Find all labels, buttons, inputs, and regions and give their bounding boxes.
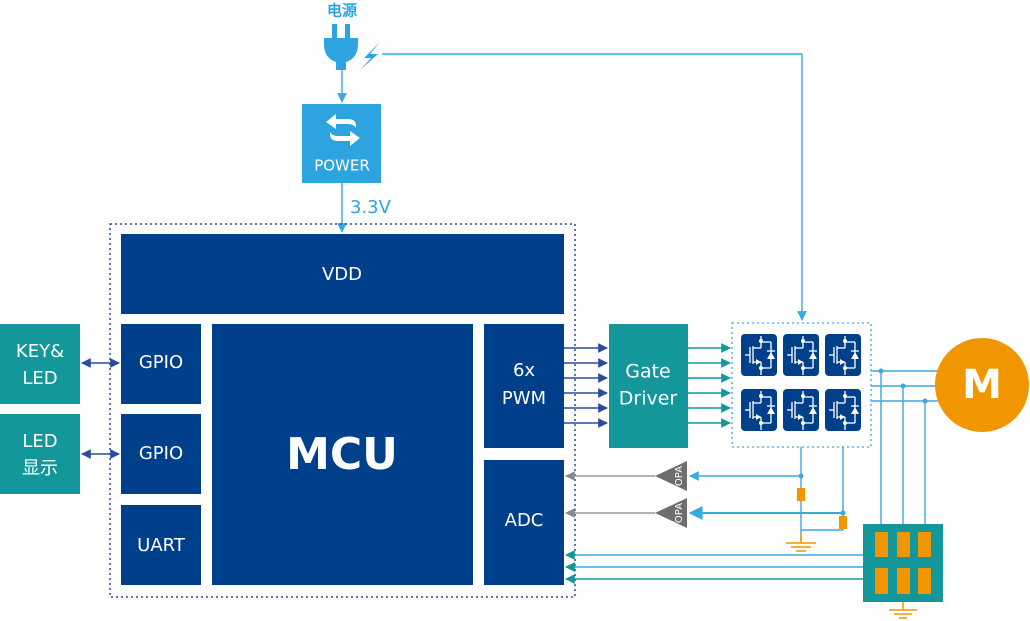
- ground-icon: [786, 534, 816, 552]
- power-block: POWER: [302, 104, 381, 183]
- pwm-block: [484, 324, 564, 448]
- ground-icon-divider: [889, 602, 917, 619]
- mcu-core-block: [212, 324, 473, 585]
- power-label: POWER: [314, 157, 370, 175]
- opamp-1-label: OPA: [674, 466, 685, 486]
- opamp-2-label: OPA: [674, 503, 685, 523]
- led-display-label-1: LED: [22, 431, 57, 452]
- gate-driver-label-2: Driver: [619, 388, 678, 410]
- gate-driver-label-1: Gate: [625, 361, 671, 383]
- mosfet-icon: [782, 333, 820, 377]
- led-display-block: [0, 414, 80, 494]
- mosfet-icon: [824, 333, 862, 377]
- plug-icon: [324, 24, 358, 70]
- pwm-label-1: 6x: [513, 360, 535, 381]
- pwm-signal-lines: [564, 343, 608, 428]
- adc-block: [484, 460, 564, 585]
- mcu-core-label: MCU: [286, 429, 398, 480]
- motor: [935, 338, 1029, 432]
- key-led-label-1: KEY&: [16, 341, 64, 362]
- voltage-label: 3.3V: [350, 197, 392, 218]
- gpio-label-2: GPIO: [139, 443, 183, 464]
- shunt-resistor-2: [839, 516, 847, 529]
- current-sense-network: [688, 447, 846, 540]
- vdd-block: [121, 234, 564, 314]
- swap-arrows-icon: [326, 114, 360, 146]
- vdd-label: VDD: [322, 264, 362, 285]
- lightning-icon: [360, 42, 380, 70]
- led-display-label-2: 显示: [22, 458, 58, 479]
- inverter-bridge-boundary: [731, 322, 872, 448]
- gpio-block-2: [121, 414, 201, 494]
- mosfet-icon: [824, 388, 862, 432]
- pwm-label-2: PWM: [502, 388, 546, 409]
- shunt-resistor-1: [797, 488, 805, 501]
- mcu-boundary: [109, 223, 576, 598]
- voltage-sense-lines: [565, 550, 863, 584]
- key-led-block: [0, 324, 80, 404]
- mosfet-icon: [740, 333, 778, 377]
- motor-phase-lines: [871, 368, 940, 527]
- adc-label: ADC: [505, 510, 544, 531]
- uart-label: UART: [137, 535, 186, 556]
- mosfet-icon: [782, 388, 820, 432]
- uart-block: [121, 505, 201, 585]
- inverter-bridge: [740, 333, 862, 432]
- divider-resistors: [875, 532, 931, 594]
- opamp-2: OPA: [655, 498, 687, 528]
- motor-label: M: [962, 362, 1002, 408]
- gate-driver-block: [609, 324, 688, 448]
- mosfet-icon: [740, 388, 778, 432]
- power-source-label: 电源: [327, 2, 357, 20]
- gate-drive-lines: [688, 343, 731, 428]
- supply-wire-to-bridge: [382, 53, 807, 321]
- gpio-block-1: [121, 324, 201, 404]
- gpio-label-1: GPIO: [139, 352, 183, 373]
- key-led-label-2: LED: [22, 368, 57, 389]
- opamp-1: OPA: [655, 461, 687, 491]
